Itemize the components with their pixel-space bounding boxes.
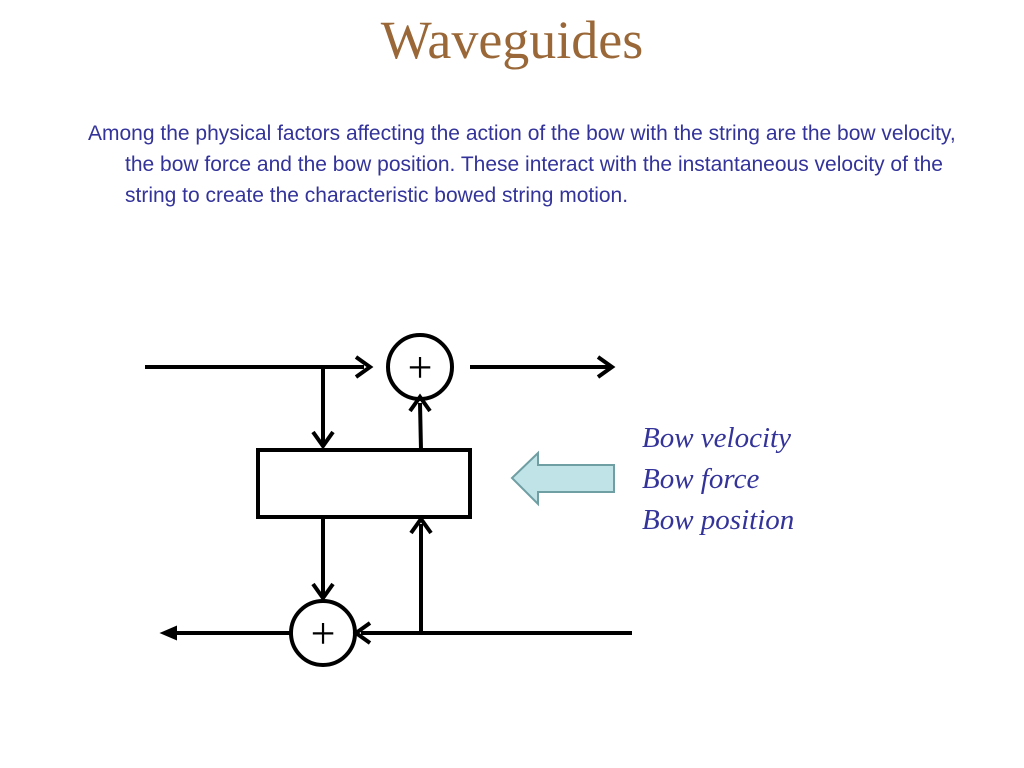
top-plus-symbol: + (408, 343, 433, 392)
label-bow-force: Bow force (642, 463, 759, 495)
bottom-input-arrowhead (352, 621, 372, 645)
top-input-arrowhead (354, 355, 374, 379)
slide-paragraph: Among the physical factors affecting the… (88, 122, 956, 207)
box-to-top-junction-line (418, 402, 423, 451)
bow-parameters-input-arrow (510, 450, 615, 507)
bottom-output-arrowhead (159, 625, 177, 641)
box-to-bottom-junction-arrowhead (311, 582, 335, 602)
label-bow-position: Bow position (642, 504, 794, 536)
bow-interaction-box (256, 448, 472, 519)
box-to-top-junction-arrowhead (408, 393, 432, 413)
label-bow-velocity: Bow velocity (642, 422, 791, 454)
bottom-tap-up-arrowhead (409, 515, 433, 535)
top-tap-down-arrowhead (311, 430, 335, 450)
bottom-plus-symbol: + (311, 609, 336, 658)
slide-title: Waveguides (380, 10, 644, 70)
top-output-arrowhead (596, 355, 616, 379)
